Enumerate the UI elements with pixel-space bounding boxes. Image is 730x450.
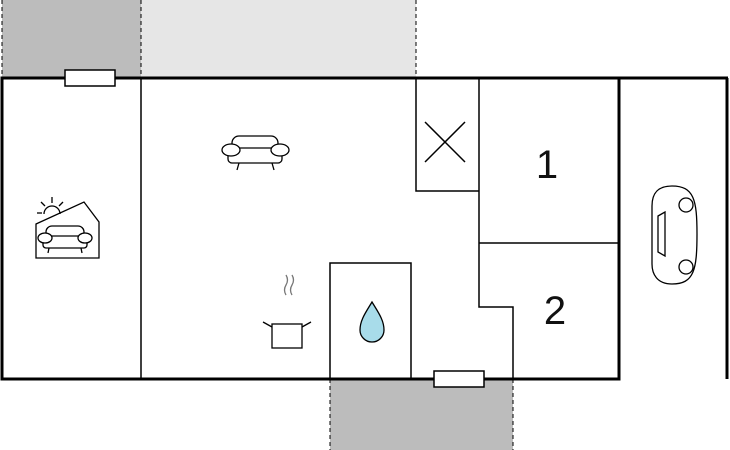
sofa-icon <box>221 135 290 171</box>
terrace-top-left <box>2 0 141 78</box>
car-icon <box>651 185 698 285</box>
terrace-bottom <box>330 379 513 450</box>
sunroom-sofa-icon <box>35 197 100 259</box>
window-top <box>64 69 116 87</box>
water-drop-icon <box>359 300 385 343</box>
shaft-cross-icon <box>424 121 466 163</box>
bathroom <box>329 262 412 380</box>
room-1-number: 1 <box>536 143 558 187</box>
cooking-pot-icon <box>262 274 312 349</box>
room-2-number: 2 <box>544 289 566 333</box>
window-bottom <box>433 370 485 388</box>
terrace-top-right <box>141 0 416 78</box>
house-outline <box>0 76 621 381</box>
